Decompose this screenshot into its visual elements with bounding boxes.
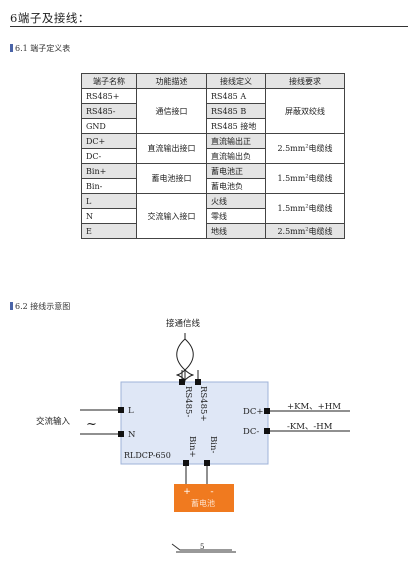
battery-wires: [185, 466, 208, 484]
rs485-plus-label: RS485+: [198, 386, 208, 422]
rs485-minus-label: RS485-: [183, 386, 193, 417]
rs485-plus-terminal: [195, 379, 201, 385]
req-size: 1.5mm: [277, 204, 306, 213]
section-6-1-heading: 6.1 端子定义表: [10, 43, 70, 54]
ac-tilde-icon: ~: [86, 417, 97, 432]
function-cell: 蓄电池接口: [136, 163, 207, 194]
section-marker-icon: [10, 44, 13, 52]
function-cell: 直流输出接口: [136, 133, 207, 164]
function-cell: 交流输入接口: [136, 193, 207, 239]
requirement-cell: 2.5mm2电缆线: [265, 133, 345, 164]
requirement-cell: 1.5mm2电缆线: [265, 193, 345, 224]
twisted-pair-icon: [176, 333, 194, 382]
section-6-2-title: 6.2 接线示意图: [15, 302, 71, 311]
req-size: 2.5mm: [277, 144, 306, 153]
page-heading: 6端子及接线：: [10, 11, 90, 25]
table-row: Bin+ 蓄电池接口 蓄电池正 1.5mm2电缆线: [81, 163, 345, 194]
terminal-cell: E: [81, 223, 137, 239]
table-row: L 交流输入接口 火线 1.5mm2电缆线: [81, 193, 345, 239]
heading-rule: [10, 26, 408, 27]
section-6-2-heading: 6.2 接线示意图: [10, 301, 70, 312]
req-size: 2.5mm: [277, 226, 306, 236]
controller-module: [120, 381, 269, 465]
terminal-definition-table: 端子名称 功能描述 接线定义 接线要求 RS485+ 通信接口 RS485 A …: [81, 73, 345, 239]
dc-plus-terminal: [264, 408, 270, 414]
dc-plus-label: DC+: [243, 407, 263, 417]
ac-wires: [80, 409, 122, 435]
l-terminal: [118, 407, 124, 413]
n-terminal: [118, 431, 124, 437]
req-type: 电缆线: [308, 174, 333, 183]
bin-minus-terminal: [204, 460, 210, 466]
dc-plus-load-label: +KM、+HM: [287, 402, 341, 412]
table-row: DC- 直流输出负: [81, 148, 345, 164]
dc-minus-terminal: [264, 428, 270, 434]
req-type: 电缆线: [308, 226, 333, 236]
dc-minus-load-label: -KM、-HM: [287, 422, 333, 432]
battery-plus-label: +: [183, 487, 191, 497]
rs485-minus-terminal: [179, 379, 185, 385]
table-row: Bin- 蓄电池负: [81, 178, 345, 194]
req-sup: 2: [305, 225, 309, 232]
req-type: 电缆线: [308, 144, 333, 153]
page-number: 5: [200, 543, 204, 551]
table-row: RS485+ 通信接口 RS485 A 屏蔽双绞线: [81, 88, 345, 134]
dc-output-wires: [270, 410, 350, 432]
table-row: DC+ 直流输出接口 直流输出正 2.5mm2电缆线: [81, 133, 345, 164]
requirement-cell: 2.5mm2电缆线: [265, 223, 345, 239]
function-cell: 通信接口: [136, 88, 207, 134]
bin-plus-terminal: [183, 460, 189, 466]
battery-block: [174, 484, 234, 512]
bin-minus-label: Bin-: [208, 436, 218, 453]
header-cell: 接线定义: [206, 73, 266, 89]
comm-line-label: 接通信线: [166, 318, 201, 329]
bin-plus-label: Bin+: [187, 436, 197, 458]
section-6-1-title: 6.1 端子定义表: [15, 44, 71, 53]
battery-minus-label: -: [210, 487, 213, 497]
req-type: 电缆线: [308, 204, 333, 213]
req-size: 1.5mm: [277, 174, 306, 183]
req-sup: 2: [305, 173, 309, 180]
n-label: N: [128, 430, 136, 440]
section-marker-icon: [10, 302, 13, 310]
battery-label: 蓄电池: [191, 498, 215, 508]
req-sup: 2: [305, 143, 309, 150]
l-label: L: [128, 406, 134, 416]
req-sup: 2: [305, 203, 309, 210]
definition-cell: 地线: [206, 223, 266, 239]
ac-input-label: 交流输入: [36, 416, 71, 427]
dc-minus-label: DC-: [243, 427, 259, 437]
model-label: RLDCP-650: [124, 451, 171, 460]
page-number-decoration: [171, 543, 236, 553]
requirement-cell: 屏蔽双绞线: [265, 88, 345, 134]
